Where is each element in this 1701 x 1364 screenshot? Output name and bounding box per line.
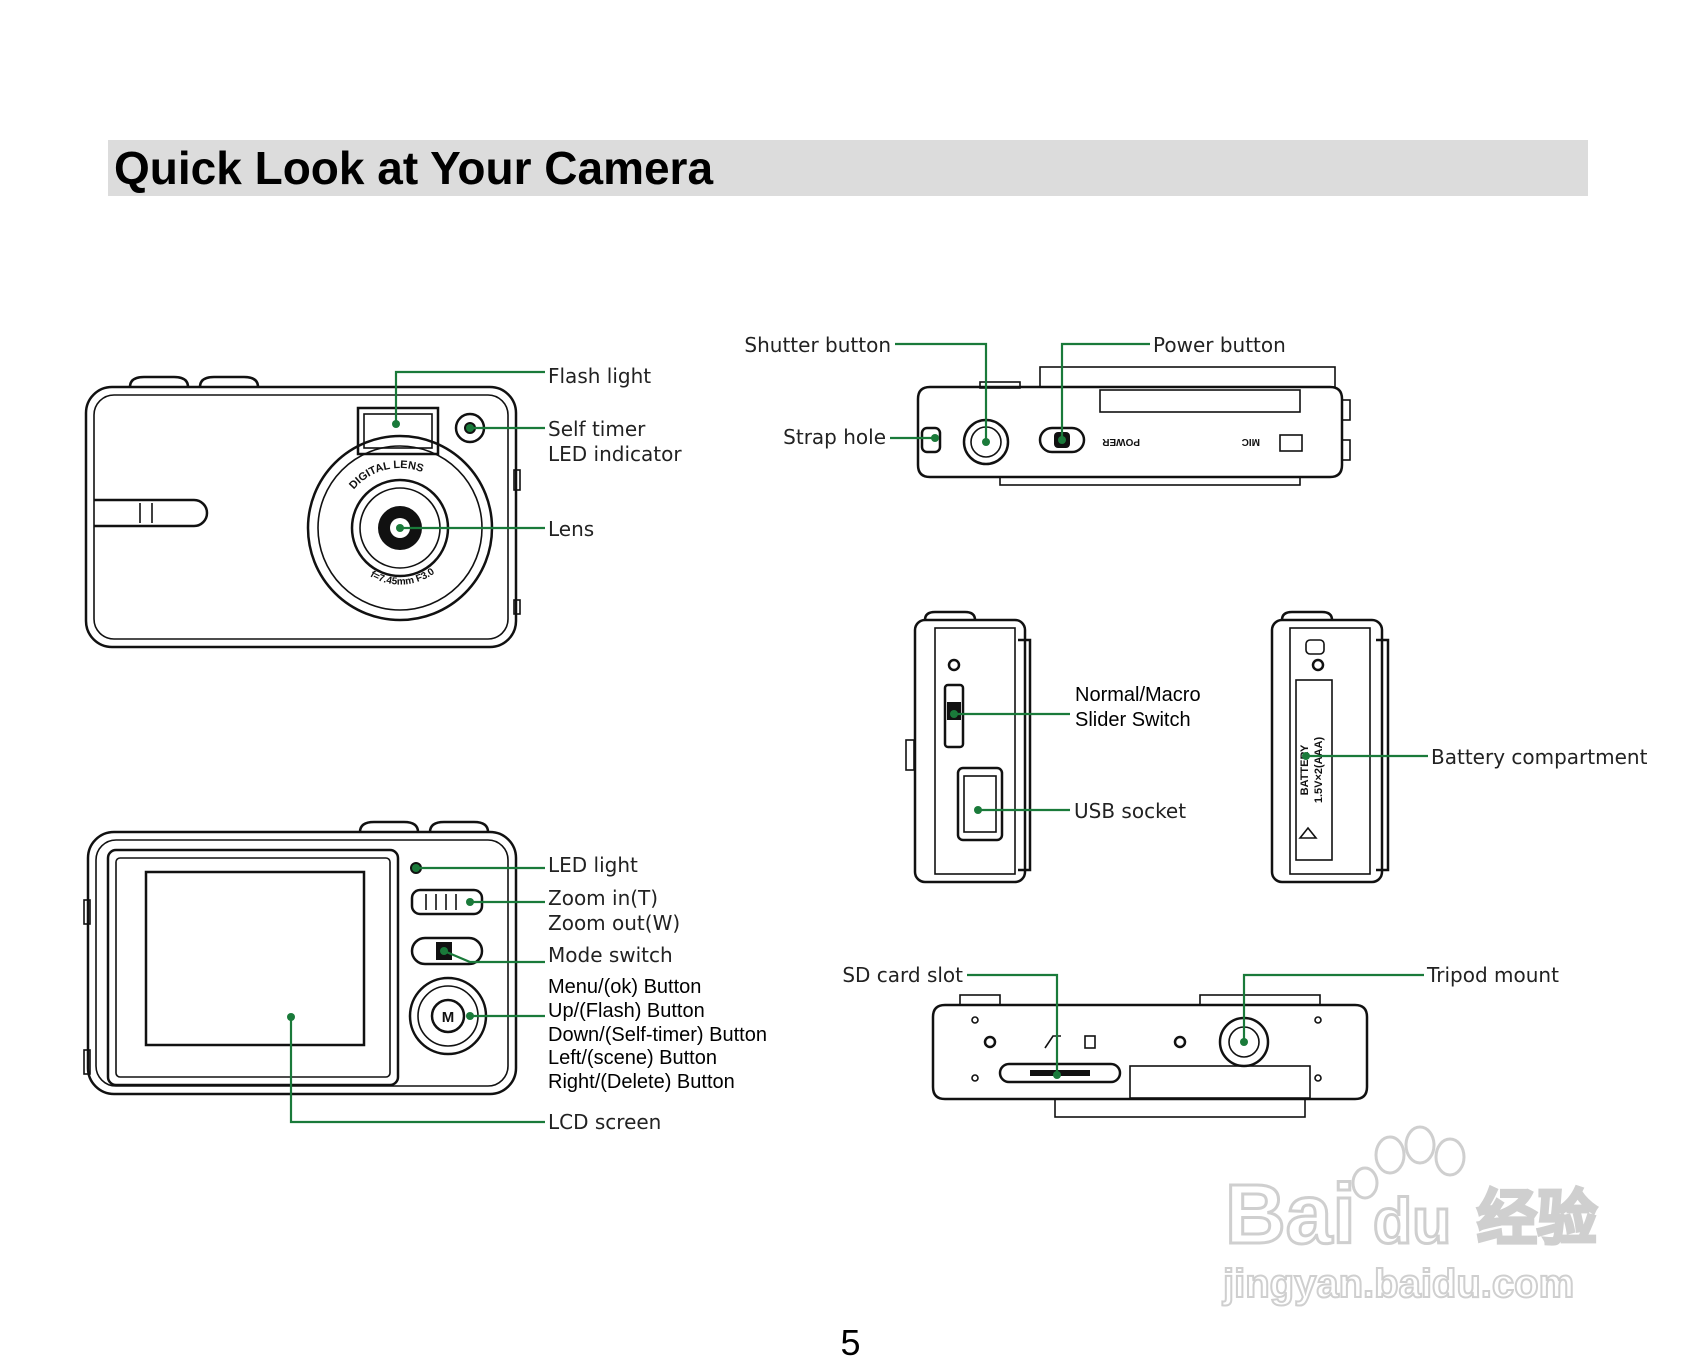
watermark-brand-bai: Bai (1225, 1167, 1356, 1261)
label-lcd-screen: LCD screen (548, 1110, 661, 1134)
shutter-button-leader (895, 342, 988, 442)
label-down-self-timer: Down/(Self-timer) Button (548, 1024, 767, 1046)
label-self-timer: Self timer (548, 417, 646, 441)
mode-switch-leader (443, 949, 545, 964)
battery-text-2: 1.5V×2(AAA) (1313, 736, 1325, 803)
flash-light-leader (394, 370, 545, 424)
label-menu-ok: Menu/(ok) Button (548, 976, 701, 998)
watermark-brand-cn: 经验 (1477, 1184, 1597, 1254)
label-flash-light: Flash light (548, 364, 651, 388)
svg-text:f=7.45mm F3.0: f=7.45mm F3.0 (368, 566, 437, 588)
label-led-indicator: LED indicator (548, 442, 682, 466)
front-view-camera: DIGITAL LENS f=7.45mm F3.0 (84, 375, 521, 649)
label-lens: Lens (548, 517, 594, 541)
top-view-camera: POWER MIC (916, 366, 1351, 486)
tripod-mount-leader (1242, 973, 1424, 1042)
mic-text: MIC (1242, 436, 1260, 447)
label-slider-switch: Slider Switch (1075, 709, 1191, 731)
lens-text-top: DIGITAL LENS (347, 459, 425, 492)
label-strap-hole: Strap hole (783, 425, 886, 449)
lens-text-bottom: f=7.45mm F3.0 (368, 566, 437, 588)
label-sd-card-slot: SD card slot (842, 963, 963, 987)
label-left-scene: Left/(scene) Button (548, 1047, 717, 1069)
label-tripod-mount: Tripod mount (1426, 963, 1559, 987)
label-zoom-in: Zoom in(T) (548, 886, 658, 910)
label-right-delete: Right/(Delete) Button (548, 1071, 735, 1093)
label-shutter-button: Shutter button (744, 333, 891, 357)
label-usb-socket: USB socket (1074, 799, 1186, 823)
watermark-brand-du: du (1373, 1185, 1451, 1257)
mode-dial-letter: M (442, 1009, 455, 1026)
svg-text:DIGITAL LENS: DIGITAL LENS (347, 459, 425, 492)
power-button-leader (1060, 342, 1150, 440)
label-battery-compartment: Battery compartment (1431, 745, 1648, 769)
sd-card-slot-leader (967, 973, 1059, 1075)
watermark-site: jingyan.baidu.com (1222, 1262, 1574, 1306)
right-side-view-camera: BATTERY 1.5V×2(AAA) (1270, 610, 1390, 884)
label-led-light: LED light (548, 853, 638, 877)
lcd-screen-leader (289, 1017, 545, 1124)
label-normal-macro: Normal/Macro (1075, 684, 1201, 706)
back-view-camera: M (83, 820, 518, 1096)
label-up-flash: Up/(Flash) Button (548, 1000, 705, 1022)
title-bar: Quick Look at Your Camera (108, 140, 1588, 196)
label-power-button: Power button (1153, 333, 1286, 357)
label-mode-switch: Mode switch (548, 943, 673, 967)
left-side-view-camera (905, 610, 1032, 884)
label-zoom-out: Zoom out(W) (548, 911, 680, 935)
power-text: POWER (1101, 436, 1140, 447)
bottom-view-camera (931, 994, 1369, 1118)
paw-icon (1351, 1125, 1466, 1200)
battery-text-1: BATTERY (1299, 744, 1311, 795)
page-title: Quick Look at Your Camera (114, 142, 714, 194)
page-number: 5 (840, 1322, 861, 1363)
baidu-watermark: Bai du 经验 jingyan.baidu.com (1221, 1125, 1599, 1307)
